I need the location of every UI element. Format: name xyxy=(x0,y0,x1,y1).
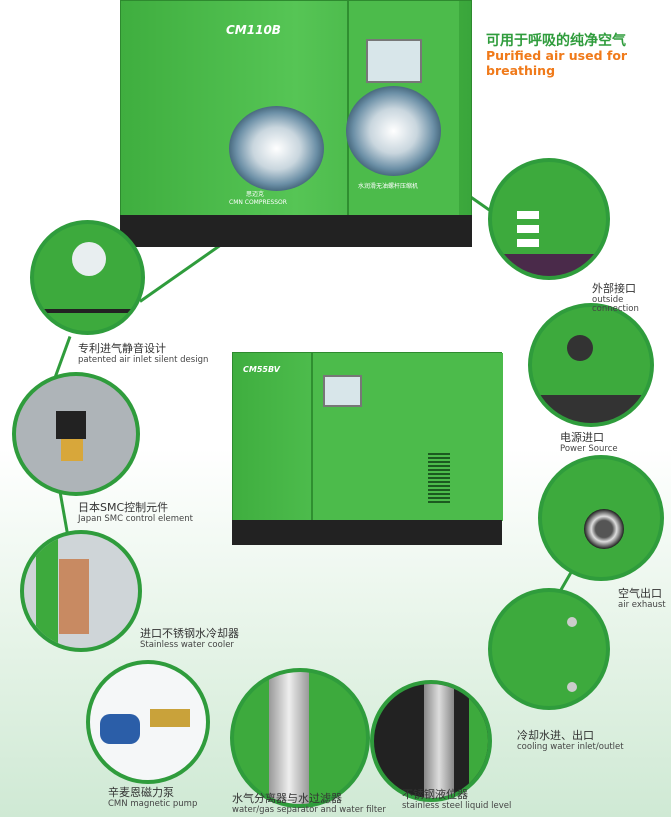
detail-smc-valve xyxy=(12,372,140,496)
model-label: CM110B xyxy=(226,23,281,37)
inlet-fan-icon xyxy=(229,106,324,191)
second-base xyxy=(232,520,502,545)
detail-power-source xyxy=(528,303,654,427)
headline-en: Purified air used for breathing xyxy=(486,48,628,78)
brand-en: CMN COMPRESSOR xyxy=(229,199,287,206)
detail-liquid-level xyxy=(370,680,492,802)
connector-line xyxy=(58,491,70,537)
control-panel xyxy=(323,375,362,407)
vent-grille xyxy=(428,453,450,503)
panel-text: 水润滑无油螺杆压缩机 xyxy=(358,183,419,190)
model-label: CM55BV xyxy=(243,365,280,374)
main-base xyxy=(120,215,472,247)
main-compressor: CM110B 思迈克 CMN COMPRESSOR 水润滑无油螺杆压缩机 xyxy=(120,0,472,217)
headline-cn: 可用于呼吸的纯净空气 xyxy=(486,33,626,49)
detail-air-exhaust xyxy=(538,455,664,581)
detail-air-inlet xyxy=(30,220,145,335)
detail-separator xyxy=(230,668,370,808)
second-compressor: CM55BV xyxy=(232,352,503,522)
detail-outside-connection xyxy=(488,158,610,280)
detail-water-cooler xyxy=(20,530,142,652)
motor-fan-icon xyxy=(346,86,441,176)
control-panel xyxy=(366,39,422,83)
detail-cooling-water xyxy=(488,588,610,710)
brand-cn: 思迈克 xyxy=(246,191,265,198)
detail-magnetic-pump xyxy=(86,660,210,784)
